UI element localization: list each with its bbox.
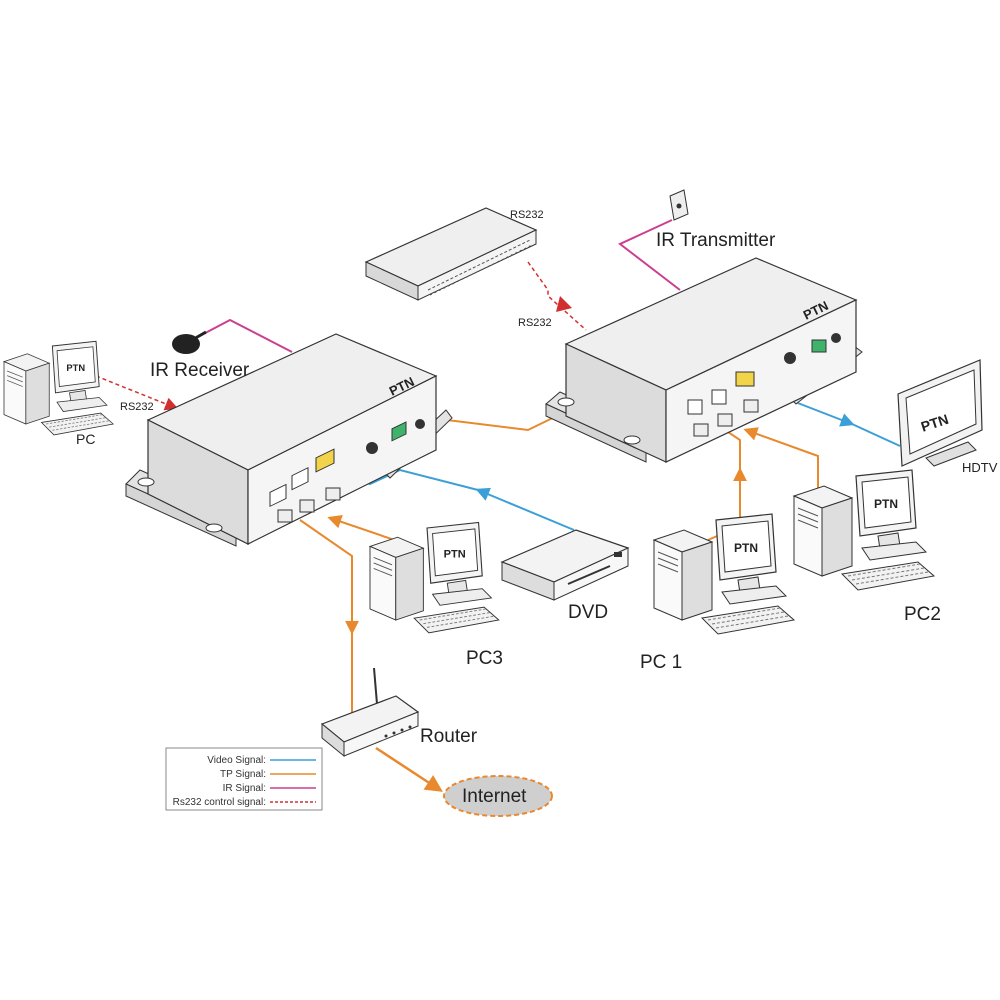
label-pc: PC xyxy=(76,431,95,447)
ir-receiver-icon xyxy=(172,330,207,354)
label-hdtv: HDTV xyxy=(962,460,998,475)
pc1 xyxy=(653,513,795,635)
legend: Video Signal: TP Signal: IR Signal: Rs23… xyxy=(165,747,323,811)
tp-line-pc2 xyxy=(743,427,819,488)
label-rs232-mid: RS232 xyxy=(518,317,552,329)
pc2 xyxy=(793,469,935,591)
ir-transmitter-icon xyxy=(669,189,689,221)
left-extender: PTN xyxy=(125,333,453,547)
label-internet: Internet xyxy=(462,786,527,807)
label-pc1: PC 1 xyxy=(640,652,682,673)
video-line-hdtv xyxy=(789,399,855,427)
router-icon xyxy=(320,667,420,758)
right-extender: PTN xyxy=(545,257,863,463)
hdtv-icon: PTN xyxy=(897,359,983,467)
tp-line-internet xyxy=(375,746,443,792)
label-rs232-top: RS232 xyxy=(510,209,544,221)
label-rs232-pc: RS232 xyxy=(120,401,154,413)
dvd-player-icon xyxy=(500,529,630,601)
rs232-arrowhead xyxy=(556,296,572,312)
label-pc3: PC3 xyxy=(466,648,503,669)
ir-line-transmitter xyxy=(618,219,681,291)
label-ir-receiver: IR Receiver xyxy=(150,360,250,381)
rs232-control-box xyxy=(364,207,538,301)
legend-tp-label: TP Signal: xyxy=(220,769,266,780)
label-pc2: PC2 xyxy=(904,604,941,625)
legend-video-label: Video Signal: xyxy=(207,755,266,766)
cloud-icon xyxy=(443,775,553,817)
legend-ir-label: IR Signal: xyxy=(223,783,266,794)
label-router: Router xyxy=(420,726,478,747)
rs232-line-control xyxy=(527,261,587,331)
label-ir-transmitter: IR Transmitter xyxy=(656,230,776,251)
tp-line-router xyxy=(299,519,359,635)
rs232-line-pc xyxy=(95,375,179,411)
ir-line-receiver xyxy=(191,318,293,353)
pc-left xyxy=(3,340,114,436)
label-dvd: DVD xyxy=(568,602,608,623)
legend-rs232-label: Rs232 control signal: xyxy=(173,797,266,808)
video-line-hdtv-stem xyxy=(851,423,901,447)
video-line-dvd xyxy=(475,487,575,531)
